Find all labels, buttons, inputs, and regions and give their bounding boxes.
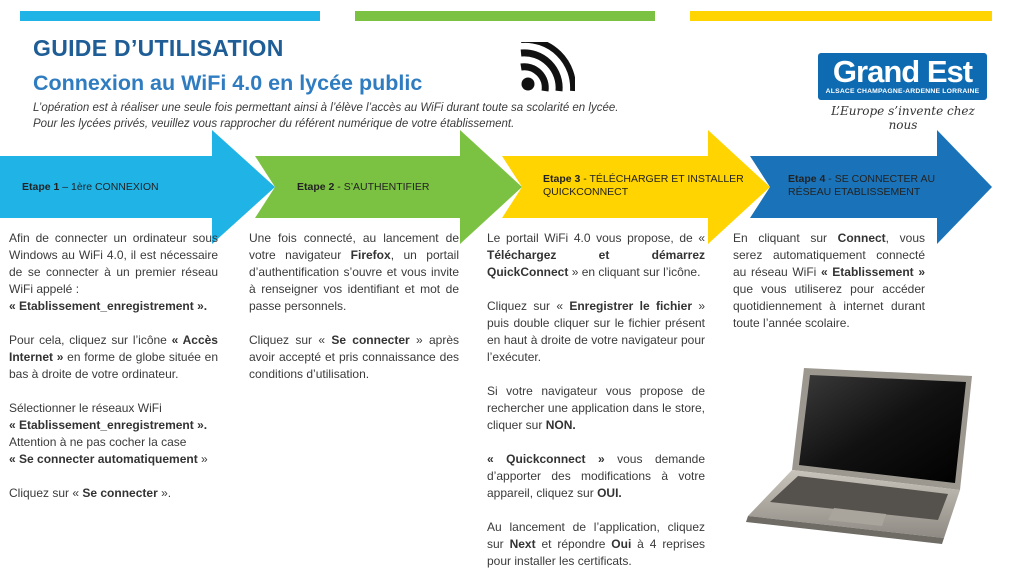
step3-number: Etape 3 [543,173,581,185]
step3-instructions: Le portail WiFi 4.0 vous propose, de « T… [487,230,705,587]
step2-paragraph: Une fois connecté, au lancement de votre… [249,231,459,313]
step3-paragraph: Au lancement de l’application, cliquez s… [487,520,705,568]
steps-arrow-band [0,130,992,244]
step1-arrow [0,130,275,244]
page-title: GUIDE D’UTILISATION [33,35,284,61]
step1-number: Etape 1 [22,181,60,193]
step1-paragraph: Pour cela, cliquez sur l’icône « Accès I… [9,333,219,381]
step4-label: Etape 4 - SE CONNECTER AU RÉSEAU ETABLIS… [788,173,936,198]
step2-paragraph: Cliquez sur « Se connecter » après avoir… [249,333,459,381]
step1-label: Etape 1 – 1ère CONNEXION [22,181,159,193]
step3-arrow [502,130,770,244]
top-accent-bar-yellow [690,11,992,21]
logo-tagline: L’Europe s’invente chez nous [831,104,975,132]
step1-paragraph: Cliquez sur « Se connecter ». [9,486,172,500]
step2-instructions: Une fois connecté, au lancement de votre… [249,230,459,400]
step1-instructions: Afin de connecter un ordinateur sous Win… [9,230,218,519]
step4-instructions: En cliquant sur Connect, vous serez auto… [733,230,925,349]
step2-title: S’AUTHENTIFIER [343,181,430,193]
wifi-icon [520,42,575,92]
step1-paragraph: Afin de connecter un ordinateur sous Win… [9,231,218,313]
intro-text: L’opération est à réaliser une seule foi… [33,100,618,132]
step2-label: Etape 2 - S’AUTHENTIFIER [297,181,430,193]
step3-paragraph: Si votre navigateur vous propose de rech… [487,384,705,432]
top-accent-bar-green [355,11,655,21]
step3-paragraph: Cliquez sur « Enregistrer le fichier » p… [487,299,705,364]
step4-paragraph: En cliquant sur Connect, vous serez auto… [733,231,926,330]
step2-arrow [255,130,522,244]
step4-arrow [750,130,992,244]
step3-paragraph: « Quickconnect » vous demande d’apporter… [487,452,705,500]
step1-paragraph: Sélectionner le réseaux WiFi« Etablissem… [9,401,208,466]
laptop-image [746,368,972,544]
intro-line-2: Pour les lycées privés, veuillez vous ra… [33,118,515,130]
top-accent-bar-blue [20,11,320,21]
step4-number: Etape 4 [788,173,826,185]
step2-number: Etape 2 [297,181,335,193]
logo-region: ALSACE CHAMPAGNE-ARDENNE LORRAINE [825,88,980,95]
step3-paragraph: Le portail WiFi 4.0 vous propose, de « T… [487,231,705,279]
step3-label: Etape 3 - TÉLÉCHARGER ET INSTALLER QUICK… [543,173,744,198]
step4-title: SE CONNECTER AU RÉSEAU ETABLISSEMENT [788,173,936,198]
grand-est-logo: Grand Est ALSACE CHAMPAGNE-ARDENNE LORRA… [818,53,987,100]
step1-title: 1ère CONNEXION [71,181,159,193]
page-subtitle: Connexion au WiFi 4.0 en lycée public [33,71,423,95]
intro-line-1: L’opération est à réaliser une seule foi… [33,102,619,114]
logo-name: Grand Est [832,54,973,89]
step3-title: TÉLÉCHARGER ET INSTALLER QUICKCONNECT [543,173,744,198]
